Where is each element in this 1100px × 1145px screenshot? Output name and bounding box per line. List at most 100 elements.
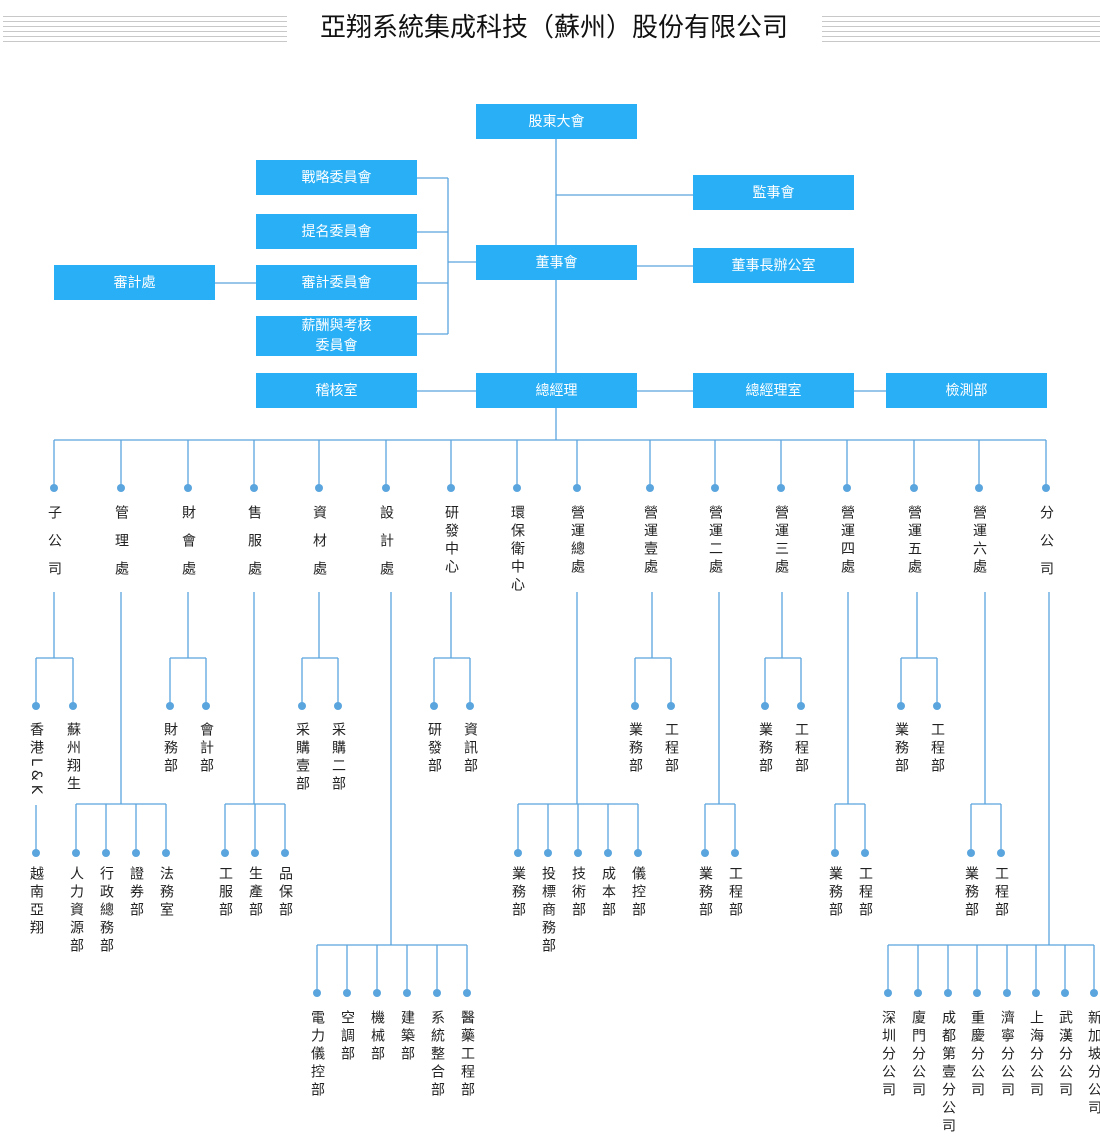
node-dot bbox=[162, 849, 170, 857]
department-12-0[interactable]: 業務部 bbox=[827, 866, 843, 920]
node-dot bbox=[861, 849, 869, 857]
department-8-0[interactable]: 業務部 bbox=[510, 866, 526, 920]
node-audit-office[interactable]: 審計處 bbox=[54, 265, 215, 300]
node-audit-committee[interactable]: 審計委員會 bbox=[256, 265, 417, 300]
node-dot bbox=[933, 702, 941, 710]
department-15-1[interactable]: 廈門分公司 bbox=[910, 1010, 926, 1100]
department-11-1[interactable]: 工程部 bbox=[793, 722, 809, 776]
node-dot bbox=[281, 849, 289, 857]
division-15[interactable]: 分公司 bbox=[1038, 505, 1054, 589]
department-0-0[interactable]: 香港L&K bbox=[28, 722, 44, 798]
node-board[interactable]: 董事會 bbox=[476, 245, 637, 280]
department-2-1[interactable]: 會計部 bbox=[198, 722, 214, 776]
node-shareholders[interactable]: 股東大會 bbox=[476, 104, 637, 139]
division-11[interactable]: 營運三處 bbox=[773, 505, 789, 577]
department-1-3[interactable]: 法務室 bbox=[158, 866, 174, 920]
node-dot bbox=[513, 484, 521, 492]
node-nomination-committee[interactable]: 提名委員會 bbox=[256, 214, 417, 249]
node-dot bbox=[777, 484, 785, 492]
node-internal-audit[interactable]: 稽核室 bbox=[256, 373, 417, 408]
department-15-5[interactable]: 上海分公司 bbox=[1028, 1010, 1044, 1100]
sub-department-0-0-0[interactable]: 越南亞翔 bbox=[28, 866, 44, 938]
department-15-7[interactable]: 新加坡分公司 bbox=[1086, 1010, 1100, 1118]
division-1[interactable]: 管理處 bbox=[113, 505, 129, 589]
division-3[interactable]: 售服處 bbox=[246, 505, 262, 589]
department-1-2[interactable]: 證券部 bbox=[128, 866, 144, 920]
node-chairman-office[interactable]: 董事長辦公室 bbox=[693, 248, 854, 283]
department-5-4[interactable]: 系統整合部 bbox=[429, 1010, 445, 1100]
node-strategy-committee[interactable]: 戰略委員會 bbox=[256, 160, 417, 195]
node-dot bbox=[884, 989, 892, 997]
department-15-4[interactable]: 濟寧分公司 bbox=[999, 1010, 1015, 1100]
department-12-1[interactable]: 工程部 bbox=[857, 866, 873, 920]
department-2-0[interactable]: 財務部 bbox=[162, 722, 178, 776]
department-15-6[interactable]: 武漢分公司 bbox=[1057, 1010, 1073, 1100]
division-5[interactable]: 設計處 bbox=[378, 505, 394, 589]
node-general-manager[interactable]: 總經理 bbox=[476, 373, 637, 408]
node-dot bbox=[1090, 989, 1098, 997]
division-7[interactable]: 環保衛中心 bbox=[509, 505, 525, 595]
node-dot bbox=[50, 484, 58, 492]
node-dot bbox=[973, 989, 981, 997]
division-12[interactable]: 營運四處 bbox=[839, 505, 855, 577]
department-1-0[interactable]: 人力資源部 bbox=[68, 866, 84, 956]
department-14-1[interactable]: 工程部 bbox=[993, 866, 1009, 920]
department-6-0[interactable]: 研發部 bbox=[426, 722, 442, 776]
node-dot bbox=[831, 849, 839, 857]
node-testing-dept[interactable]: 檢測部 bbox=[886, 373, 1047, 408]
department-3-0[interactable]: 工服部 bbox=[217, 866, 233, 920]
node-dot bbox=[403, 989, 411, 997]
department-8-2[interactable]: 技術部 bbox=[570, 866, 586, 920]
node-remuneration-committee[interactable]: 薪酬與考核 委員會 bbox=[256, 316, 417, 356]
division-10[interactable]: 營運二處 bbox=[707, 505, 723, 577]
department-10-0[interactable]: 業務部 bbox=[697, 866, 713, 920]
node-dot bbox=[102, 849, 110, 857]
division-13[interactable]: 營運五處 bbox=[906, 505, 922, 577]
department-4-0[interactable]: 采購壹部 bbox=[294, 722, 310, 794]
node-dot bbox=[433, 989, 441, 997]
department-0-1[interactable]: 蘇州翔生 bbox=[65, 722, 81, 794]
department-15-0[interactable]: 深圳分公司 bbox=[880, 1010, 896, 1100]
department-3-1[interactable]: 生產部 bbox=[247, 866, 263, 920]
department-14-0[interactable]: 業務部 bbox=[963, 866, 979, 920]
division-2[interactable]: 財會處 bbox=[180, 505, 196, 589]
node-dot bbox=[997, 849, 1005, 857]
department-5-5[interactable]: 醫藥工程部 bbox=[459, 1010, 475, 1100]
department-11-0[interactable]: 業務部 bbox=[757, 722, 773, 776]
division-9[interactable]: 營運壹處 bbox=[642, 505, 658, 577]
department-15-3[interactable]: 重慶分公司 bbox=[969, 1010, 985, 1100]
node-gm-office[interactable]: 總經理室 bbox=[693, 373, 854, 408]
department-1-1[interactable]: 行政總務部 bbox=[98, 866, 114, 956]
department-10-1[interactable]: 工程部 bbox=[727, 866, 743, 920]
division-14[interactable]: 營運六處 bbox=[971, 505, 987, 577]
department-13-1[interactable]: 工程部 bbox=[929, 722, 945, 776]
node-dot bbox=[313, 989, 321, 997]
node-dot bbox=[797, 702, 805, 710]
department-3-2[interactable]: 品保部 bbox=[277, 866, 293, 920]
node-supervisors[interactable]: 監事會 bbox=[693, 175, 854, 210]
division-6[interactable]: 研發中心 bbox=[443, 505, 459, 577]
node-dot bbox=[382, 484, 390, 492]
department-8-1[interactable]: 投標商務部 bbox=[540, 866, 556, 956]
department-8-3[interactable]: 成本部 bbox=[600, 866, 616, 920]
division-4[interactable]: 資材處 bbox=[311, 505, 327, 589]
department-13-0[interactable]: 業務部 bbox=[893, 722, 909, 776]
department-15-2[interactable]: 成都第壹分公司 bbox=[940, 1010, 956, 1136]
department-5-2[interactable]: 機械部 bbox=[369, 1010, 385, 1064]
division-8[interactable]: 營運總處 bbox=[569, 505, 585, 577]
department-5-0[interactable]: 電力儀控部 bbox=[309, 1010, 325, 1100]
department-9-0[interactable]: 業務部 bbox=[627, 722, 643, 776]
department-8-4[interactable]: 儀控部 bbox=[630, 866, 646, 920]
department-6-1[interactable]: 資訊部 bbox=[462, 722, 478, 776]
department-5-1[interactable]: 空調部 bbox=[339, 1010, 355, 1064]
division-0[interactable]: 子公司 bbox=[46, 505, 62, 589]
node-dot bbox=[711, 484, 719, 492]
node-dot bbox=[701, 849, 709, 857]
node-dot bbox=[667, 702, 675, 710]
department-4-1[interactable]: 采購二部 bbox=[330, 722, 346, 794]
department-5-3[interactable]: 建築部 bbox=[399, 1010, 415, 1064]
node-dot bbox=[646, 484, 654, 492]
department-9-1[interactable]: 工程部 bbox=[663, 722, 679, 776]
node-dot bbox=[1032, 989, 1040, 997]
